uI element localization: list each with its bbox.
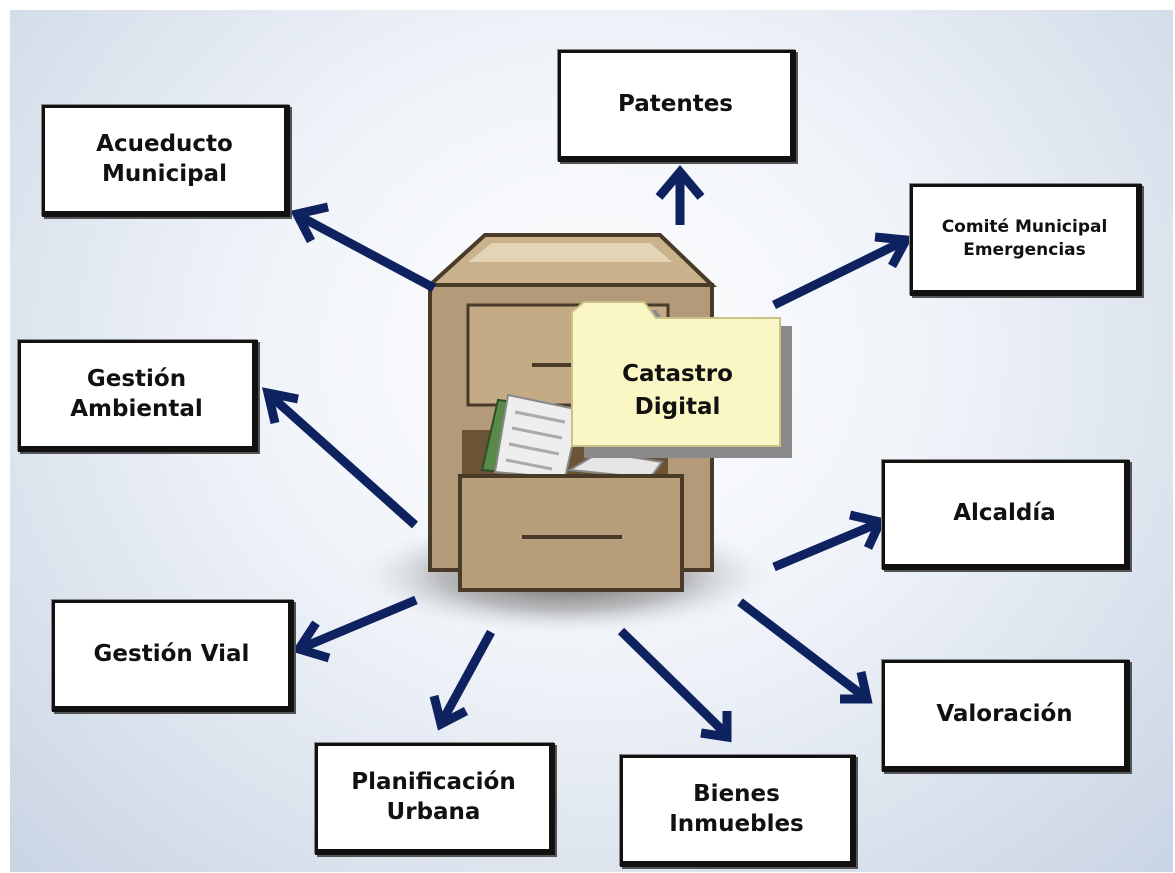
- node-label: Acueducto: [96, 130, 233, 157]
- arrow-to-comite: [772, 232, 914, 310]
- node-acueducto-municipal: Acueducto Municipal: [42, 105, 290, 217]
- node-label: Ambiental: [70, 395, 203, 422]
- folder-icon: [571, 301, 792, 458]
- arrows: [262, 165, 914, 743]
- node-label: Patentes: [617, 90, 733, 117]
- center-node-catastro-digital: Catastro Digital: [575, 336, 780, 446]
- arrow-to-gestion-ambiental: [262, 387, 418, 529]
- arrow-to-patentes: [655, 165, 705, 225]
- node-label: Urbana: [386, 798, 481, 825]
- node-gestion-vial: Gestión Vial: [52, 600, 294, 712]
- node-label: Bienes: [693, 780, 780, 807]
- arrow-to-acueducto: [290, 202, 437, 292]
- center-node-line1: Catastro: [622, 360, 733, 387]
- node-gestion-ambiental: Gestión Ambiental: [18, 340, 258, 452]
- node-label: Municipal: [102, 160, 227, 187]
- node-alcaldia: Alcaldía: [882, 460, 1130, 570]
- arrow-to-planificacion: [429, 629, 495, 731]
- node-planificacion-urbana: Planificación Urbana: [315, 743, 555, 855]
- node-label: Comité Municipal: [941, 217, 1108, 238]
- node-patentes: Patentes: [558, 50, 796, 162]
- arrow-to-bienes: [617, 627, 732, 743]
- center-node-line2: Digital: [634, 394, 721, 420]
- node-label: Emergencias: [963, 239, 1086, 260]
- node-bienes-inmuebles: Bienes Inmuebles: [620, 755, 856, 867]
- node-valoracion: Valoración: [882, 660, 1130, 772]
- arrow-to-gestion-vial: [291, 595, 418, 663]
- node-label: Gestión Vial: [93, 640, 250, 667]
- arrow-to-alcaldia: [772, 510, 887, 572]
- node-comite-municipal-emergencias: Comité Municipal Emergencias: [910, 184, 1142, 296]
- node-label: Inmuebles: [669, 810, 804, 837]
- node-label: Alcaldía: [953, 499, 1056, 526]
- node-label: Valoración: [936, 700, 1073, 727]
- arrow-to-valoracion: [737, 598, 873, 704]
- node-label: Gestión: [86, 365, 187, 392]
- node-label: Planificación: [351, 768, 516, 795]
